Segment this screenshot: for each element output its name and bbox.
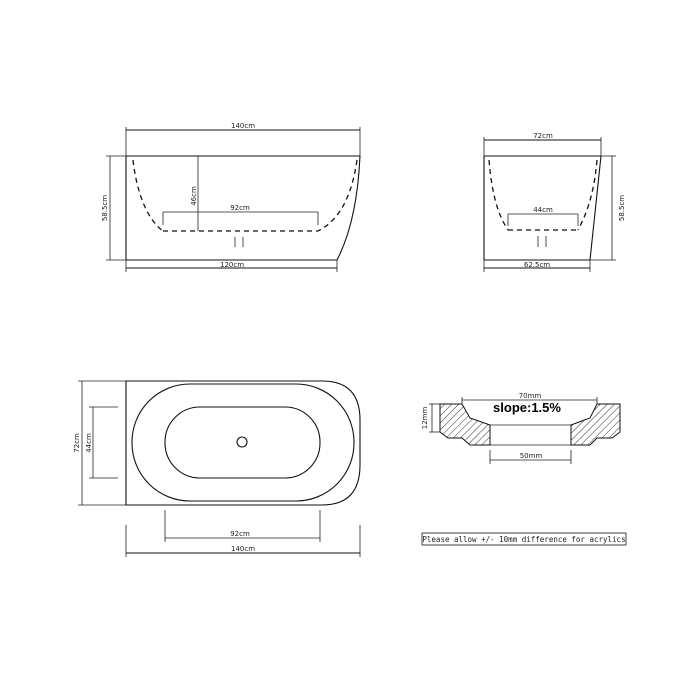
front-height-label: 58.5cm bbox=[101, 195, 109, 221]
plan-view: 72cm 44cm 92cm 140cm bbox=[73, 380, 361, 557]
side-bottom-width-label: 62.5cm bbox=[524, 261, 550, 269]
tolerance-note: Please allow +/- 10mm difference for acr… bbox=[421, 532, 627, 546]
front-view: 140cm 46cm 92cm 58.5cm 120cm bbox=[101, 122, 361, 272]
side-inner-width-label: 44cm bbox=[533, 206, 553, 214]
tolerance-note-text: Please allow +/- 10mm difference for acr… bbox=[422, 535, 625, 544]
drain-height-label: 12mm bbox=[421, 407, 429, 430]
plan-width-label: 72cm bbox=[73, 433, 81, 453]
slope-label: slope:1.5% bbox=[493, 400, 561, 415]
side-top-width-label: 72cm bbox=[533, 132, 553, 140]
front-inner-depth-label: 46cm bbox=[190, 186, 198, 206]
plan-inner-length-label: 92cm bbox=[230, 530, 250, 538]
plan-inner-width-label: 44cm bbox=[85, 433, 93, 453]
side-view: 72cm 44cm 58.5cm 62.5cm bbox=[483, 132, 626, 272]
front-bottom-length-label: 120cm bbox=[220, 261, 244, 269]
drain-bottom-diameter-label: 50mm bbox=[520, 452, 543, 460]
front-top-length-label: 140cm bbox=[231, 122, 255, 130]
drain-section: 70mm slope:1.5% 12mm 50mm bbox=[421, 392, 621, 464]
front-inner-length-label: 92cm bbox=[230, 204, 250, 212]
plan-length-label: 140cm bbox=[231, 545, 255, 553]
side-height-label: 58.5cm bbox=[618, 195, 626, 221]
drain-top-diameter-label: 70mm bbox=[519, 392, 542, 400]
